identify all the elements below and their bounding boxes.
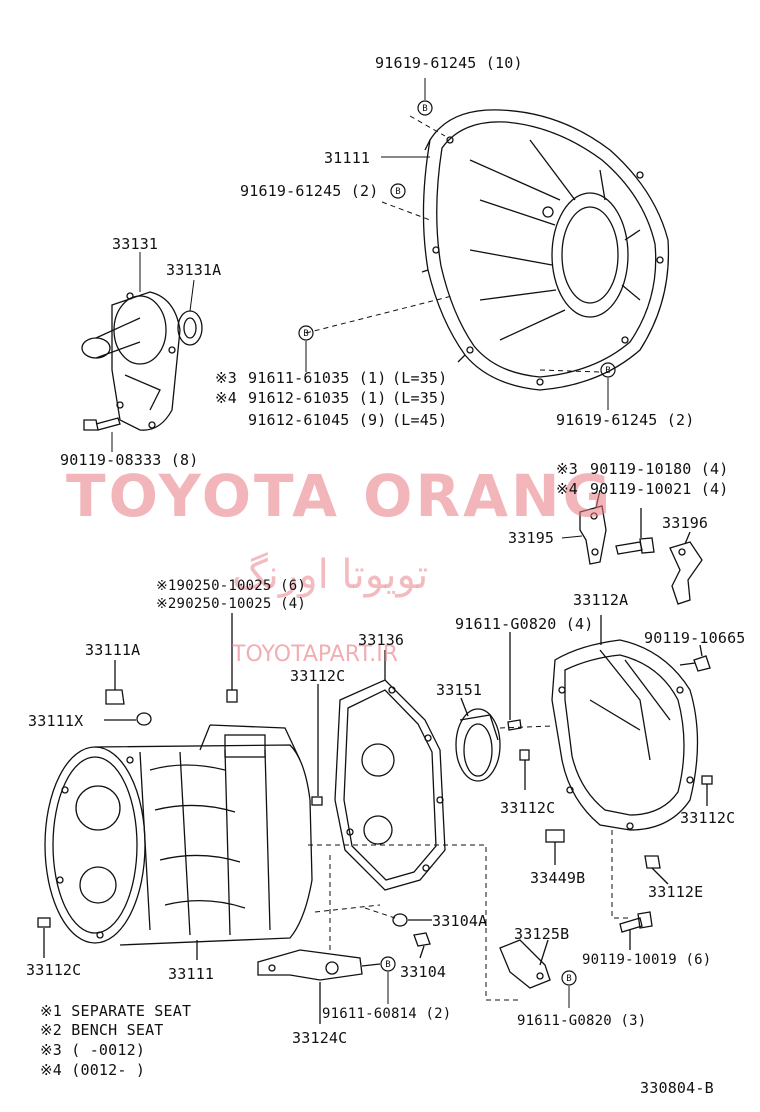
footnote: ※2 BENCH SEAT xyxy=(40,1021,164,1039)
bolt-b-letter: B xyxy=(566,974,571,984)
footnote: ※4 (0012- ) xyxy=(40,1061,146,1079)
part-label: 33131 xyxy=(112,235,159,253)
part-33449B-drawing xyxy=(545,829,565,865)
part-label: 33195 xyxy=(508,529,555,547)
part-label: 33196 xyxy=(662,514,709,532)
bolt-b-letter: B xyxy=(605,366,610,376)
part-label: 91611-G0820 (3) xyxy=(517,1013,647,1029)
part-label: 33111X xyxy=(28,712,84,730)
part-label: 33112E xyxy=(648,883,704,901)
part-label: 91619-61245 (2) xyxy=(556,411,695,429)
watermark-persian: تویوتا اورنگ xyxy=(232,552,429,598)
part-label: 91612-61035 (1) xyxy=(248,389,387,407)
length-spec: (L=35) xyxy=(392,369,448,387)
bolt-b-letter: B xyxy=(422,104,427,114)
note-marker: ※3 xyxy=(556,460,578,478)
part-33104A-drawing xyxy=(392,913,432,927)
note-marker: ※4 xyxy=(215,389,237,407)
leader-lines-top xyxy=(305,78,609,410)
footnote: ※1 SEPARATE SEAT xyxy=(40,1002,192,1020)
part-label: ※290250-10025 (4) xyxy=(156,596,306,612)
part-label: 90119-08333 (8) xyxy=(60,451,199,469)
bolt-90119-10019-drawing xyxy=(619,911,653,950)
bolt-90119-08333-drawing xyxy=(83,417,121,431)
part-label: 90119-10021 (4) xyxy=(590,480,729,498)
leader-dashed xyxy=(499,725,553,729)
bolt-91611-G0820-drawing xyxy=(507,632,522,731)
plug-33112E-drawing xyxy=(644,855,669,885)
part-label: 91612-61045 (9) xyxy=(248,411,387,429)
seal-33151-drawing xyxy=(455,697,501,782)
watermark-brand: TOYOTA ORANG xyxy=(66,462,614,530)
leader-33195 xyxy=(561,535,583,539)
bearing-retainer-drawing xyxy=(81,291,181,431)
bracket-33195-drawing xyxy=(579,489,607,565)
part-label: 33151 xyxy=(436,681,483,699)
extension-housing-drawing xyxy=(551,615,699,831)
part-label: 33112C xyxy=(680,809,736,827)
plug-33111A-drawing xyxy=(105,660,125,705)
note-marker: ※4 xyxy=(556,480,578,498)
part-33196-drawing xyxy=(669,531,703,605)
part-label: 90119-10019 (6) xyxy=(582,952,712,968)
part-label: 33112C xyxy=(26,961,82,979)
part-label: 33449B xyxy=(530,869,586,887)
length-spec: (L=45) xyxy=(392,411,448,429)
bolt-b-letter: B xyxy=(395,187,400,197)
bracket-33125B-drawing xyxy=(499,939,551,989)
bolt-33104-drawing xyxy=(413,932,431,959)
watermark-url: TOYOTAPART.IR xyxy=(232,642,399,667)
footnote: ※3 ( -0012) xyxy=(40,1041,146,1059)
bolt-symbol-b xyxy=(298,100,616,986)
leader-lines-retainer xyxy=(111,252,195,452)
part-label: 91611-60814 (2) xyxy=(322,1006,452,1022)
part-label: 33111 xyxy=(168,965,215,983)
part-label: 33112C xyxy=(500,799,556,817)
dashed-guides-lower xyxy=(308,830,630,1001)
part-label: 91619-61245 (2) xyxy=(240,182,379,200)
length-spec: (L=35) xyxy=(392,389,448,407)
bolt-90119-10180-drawing xyxy=(615,508,655,555)
oil-seal-drawing xyxy=(177,310,203,346)
part-label: 33104A xyxy=(432,912,488,930)
part-label: 33104 xyxy=(400,963,447,981)
part-label: 91611-G0820 (4) xyxy=(455,615,594,633)
bracket-33124C-drawing xyxy=(257,949,381,1024)
pin-33112C-mid xyxy=(311,684,323,806)
part-label: 91619-61245 (10) xyxy=(375,54,523,72)
bolt-90119-10665-drawing xyxy=(679,644,711,672)
part-label: 33111A xyxy=(85,641,141,659)
pin-33112C-right-a xyxy=(519,749,530,790)
clutch-housing-drawing xyxy=(421,109,670,391)
pin-33112C-left xyxy=(37,917,51,958)
part-label: 90119-10665 xyxy=(644,629,746,647)
pin-33112C-right-b xyxy=(701,775,713,806)
gasket-33111X-drawing xyxy=(104,712,152,726)
part-label: 31111 xyxy=(324,149,371,167)
diagram-id: 330804-B xyxy=(640,1079,714,1097)
part-label: 33125B xyxy=(514,925,570,943)
part-label: 91611-61035 (1) xyxy=(248,369,387,387)
transmission-case-drawing xyxy=(44,613,313,960)
part-label: 33124C xyxy=(292,1029,348,1047)
bolt-b-letter: B xyxy=(303,329,308,339)
part-label: 90119-10180 (4) xyxy=(590,460,729,478)
bolt-b-letter: B xyxy=(385,960,390,970)
part-label: 33112C xyxy=(290,667,346,685)
note-marker: ※3 xyxy=(215,369,237,387)
intermediate-plate-drawing xyxy=(334,650,446,891)
part-label: 33136 xyxy=(358,631,405,649)
part-label: 33112A xyxy=(573,591,629,609)
part-label: 33131A xyxy=(166,261,222,279)
part-label: ※190250-10025 (6) xyxy=(156,578,306,594)
